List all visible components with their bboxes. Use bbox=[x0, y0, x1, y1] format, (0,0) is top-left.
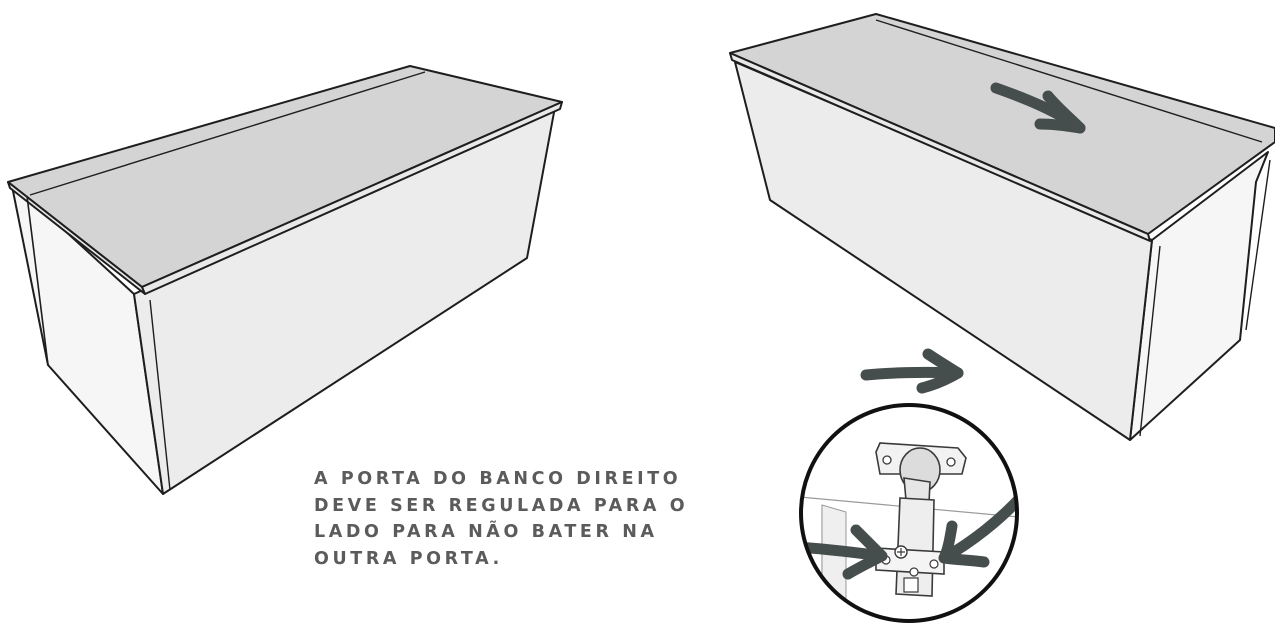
left-bench bbox=[7, 65, 563, 495]
arrow-right-icon bbox=[801, 524, 888, 580]
left-bench-lid-seam bbox=[29, 71, 426, 196]
hinge-detail-frame bbox=[799, 403, 1019, 623]
left-bench-end-edge bbox=[26, 195, 49, 366]
instruction-line: DEVE SER REGULADA PARA O bbox=[314, 495, 689, 516]
right-bench-far-edge bbox=[1245, 159, 1271, 331]
arrow-right-icon bbox=[860, 348, 964, 394]
arrow-right-icon bbox=[990, 82, 1086, 134]
instruction-caption: A PORTA DO BANCO DIREITO DEVE SER REGULA… bbox=[314, 466, 774, 572]
left-bench-corner-edge bbox=[149, 299, 171, 491]
instruction-line: A PORTA DO BANCO DIREITO bbox=[314, 469, 682, 489]
right-bench-lid-seam bbox=[875, 19, 1263, 143]
right-bench bbox=[729, 13, 1275, 441]
instruction-line: LADO PARA NÃO BATER NA bbox=[314, 522, 658, 542]
right-bench-lid-edge bbox=[729, 52, 1151, 242]
instruction-line: OUTRA PORTA. bbox=[314, 548, 503, 569]
hinge-detail bbox=[799, 403, 1019, 623]
right-bench-end-edge bbox=[1139, 245, 1161, 437]
left-bench-lid-edge-front bbox=[141, 101, 563, 295]
